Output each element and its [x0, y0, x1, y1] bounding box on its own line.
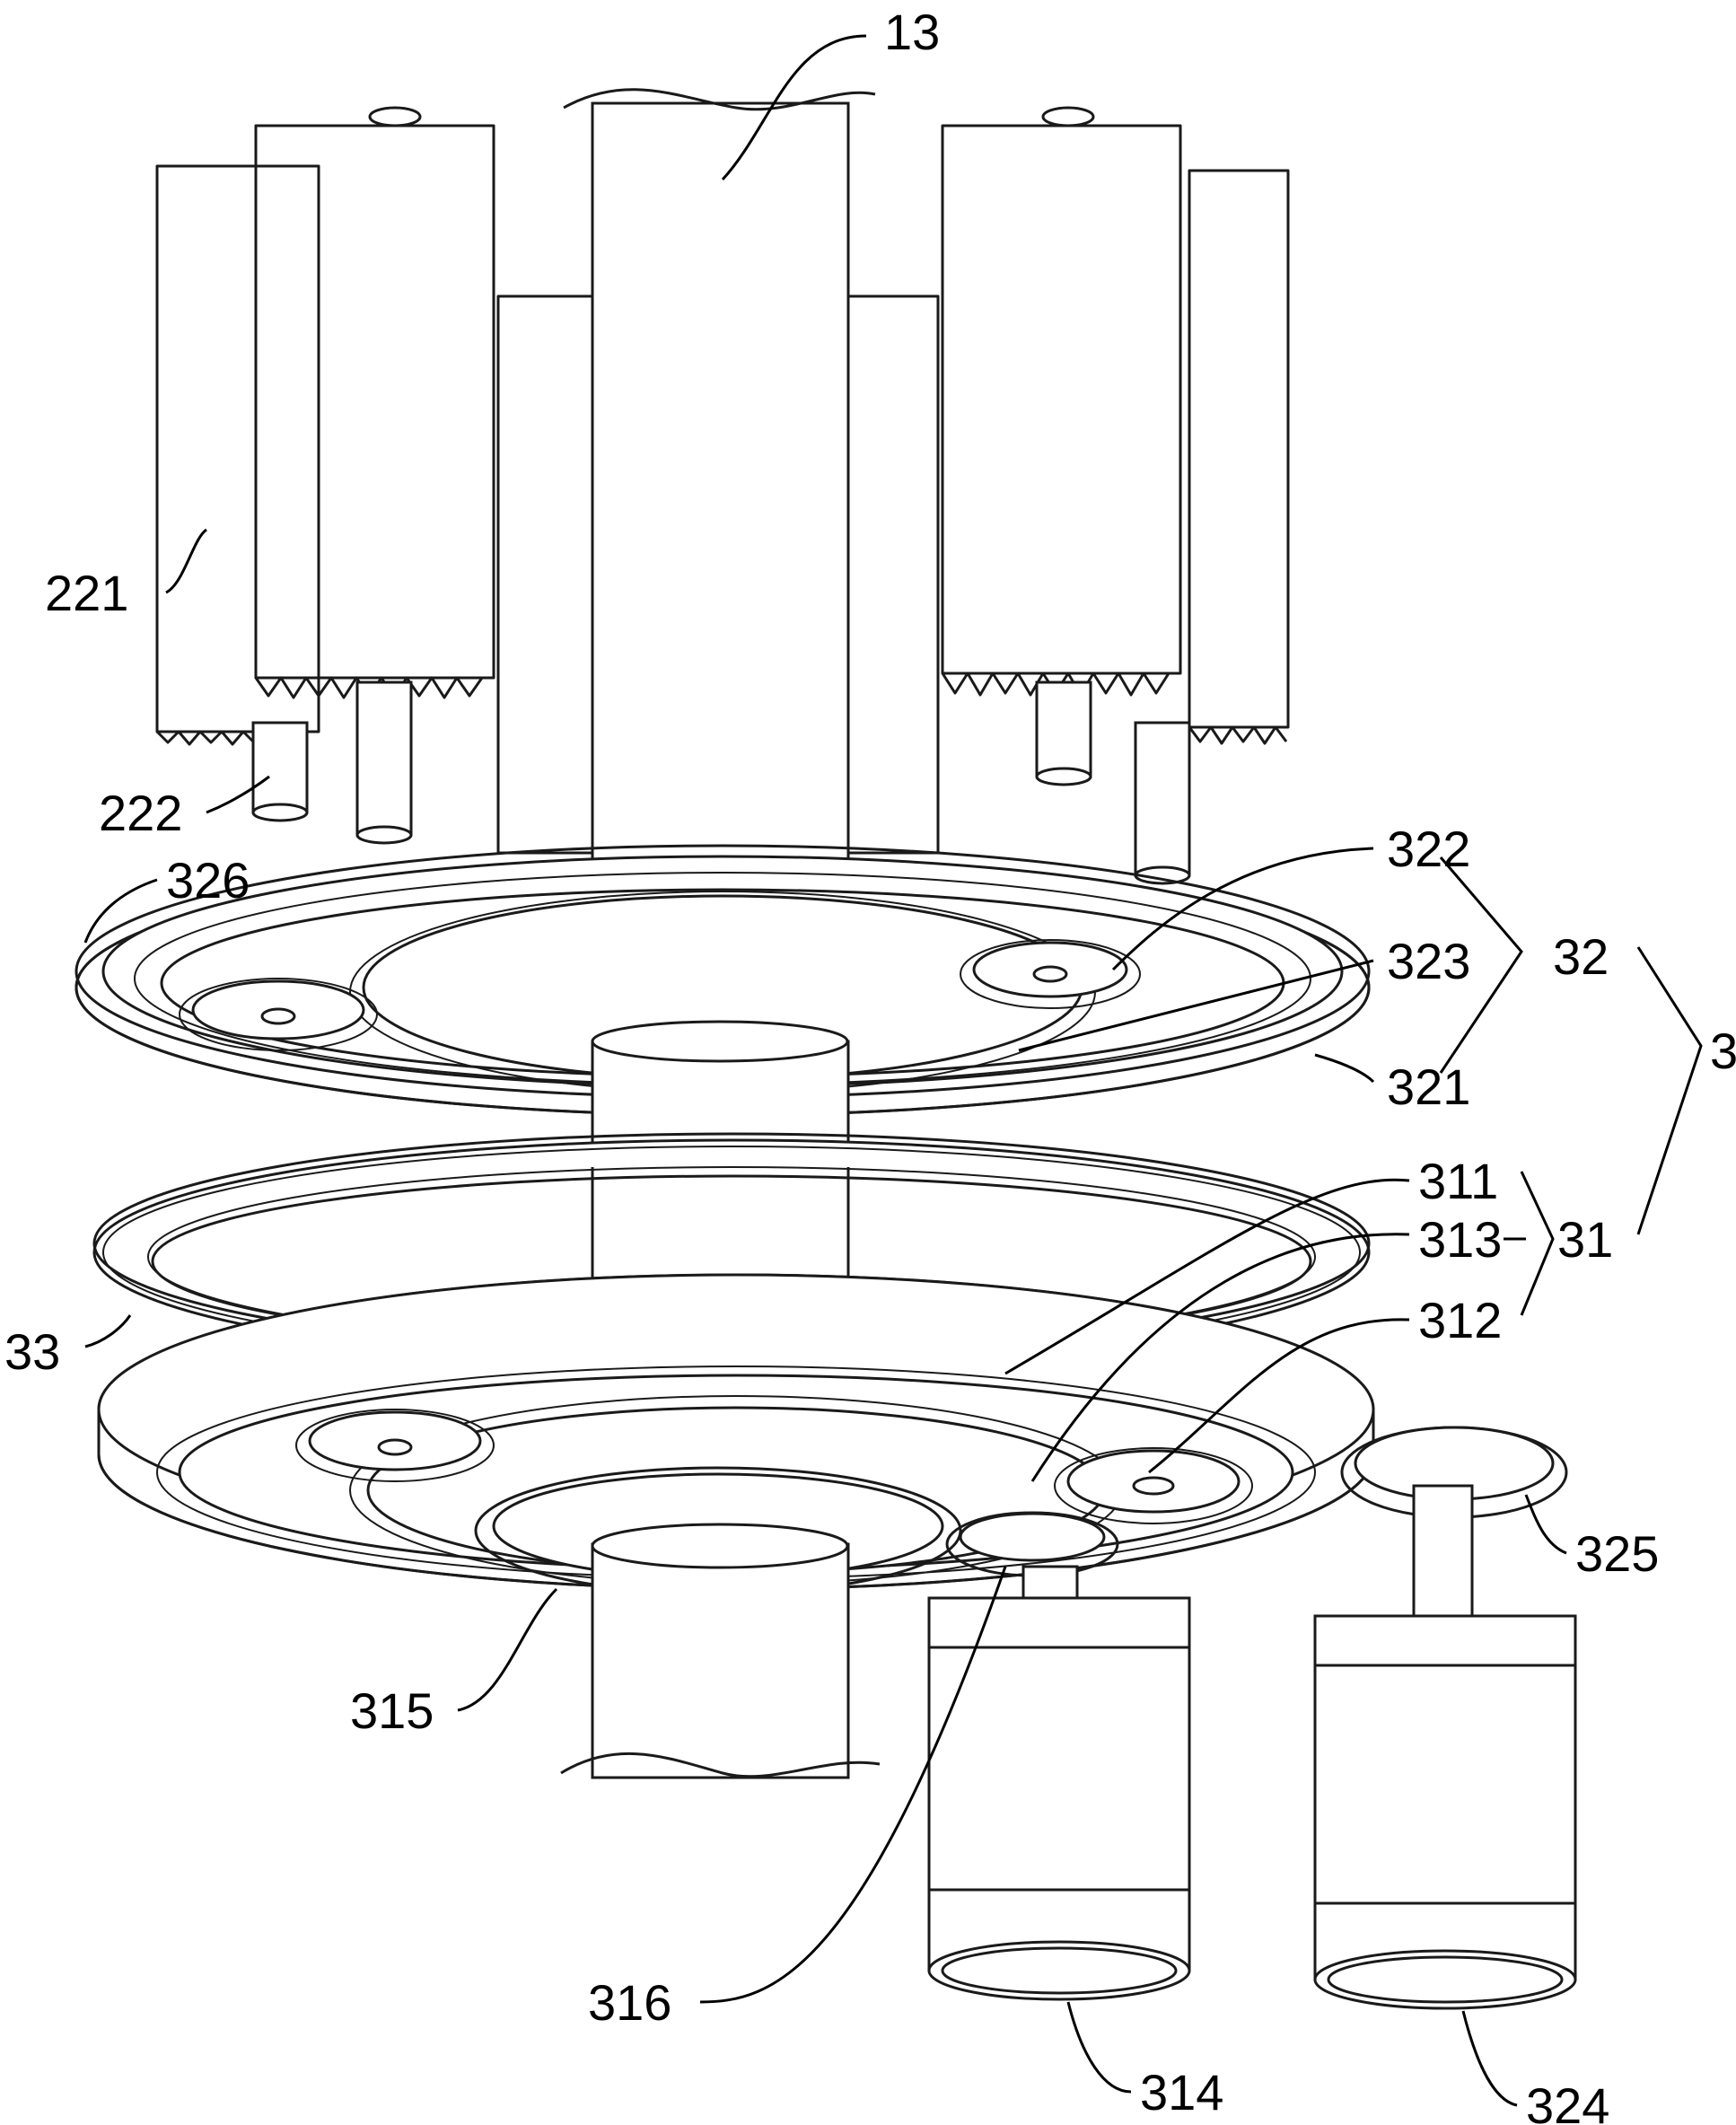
roller-221 [254, 106, 495, 699]
label-315: 315 [350, 1682, 434, 1739]
roller-group-back-right [1188, 169, 1290, 745]
pinion-gear-325 [1340, 1426, 1568, 1519]
leader-313 [1030, 1233, 1410, 1482]
label-316: 316 [588, 1974, 671, 2031]
label-222: 222 [99, 785, 182, 841]
motor-324 [1313, 1484, 1577, 2010]
shaft-right-1 [1035, 681, 1092, 786]
roller-center-left [496, 294, 594, 855]
leader-33 [84, 1314, 132, 1348]
label-31: 31 [1557, 1211, 1613, 1268]
bracket-32 [1439, 856, 1523, 1074]
label-326: 326 [166, 852, 250, 909]
roller-center-right [842, 294, 940, 855]
drive-pinion-316 [945, 1511, 1119, 1577]
planet-gear-lower-left [295, 1409, 495, 1482]
label-311: 311 [1418, 1153, 1498, 1209]
label-323: 323 [1387, 933, 1470, 989]
bracket-31 [1520, 1171, 1555, 1316]
roller-right-front [941, 106, 1182, 697]
planet-gear-322 [960, 939, 1141, 1009]
leader-221 [165, 528, 207, 594]
leader-311 [1004, 1178, 1410, 1375]
central-column-lower [560, 1523, 881, 1779]
leader-314 [1066, 2001, 1132, 2094]
leader-322 [1111, 847, 1374, 971]
leader-323 [1018, 959, 1374, 1052]
leader-312 [1148, 1318, 1410, 1474]
shaft-right-2 [1134, 721, 1191, 885]
leader-222 [206, 775, 270, 814]
planet-gear-left [179, 978, 378, 1051]
label-221: 221 [45, 565, 128, 621]
label-13: 13 [884, 4, 940, 60]
motor-314 [927, 1565, 1191, 2001]
leader-325 [1524, 1494, 1567, 1555]
label-314: 314 [1140, 2064, 1223, 2121]
label-322: 322 [1387, 821, 1470, 877]
bracket-3 [1636, 946, 1703, 1235]
label-312: 312 [1418, 1292, 1502, 1348]
planet-gear-312 [1054, 1447, 1253, 1524]
leader-316 [699, 1566, 1007, 2004]
roller-group-back-left [155, 164, 320, 746]
leader-326 [83, 878, 158, 944]
leader-321 [1314, 1053, 1375, 1084]
central-column-13 [563, 88, 876, 886]
label-313: 313 [1418, 1211, 1502, 1268]
leader-13 [721, 34, 867, 181]
label-32: 32 [1553, 928, 1609, 985]
shaft-222 [251, 721, 309, 822]
leader-324 [1461, 2010, 1518, 2107]
shaft-left-2 [355, 681, 413, 845]
label-324: 324 [1526, 2077, 1609, 2125]
label-321: 321 [1387, 1058, 1470, 1115]
leader-315 [457, 1587, 558, 1712]
label-325: 325 [1575, 1525, 1659, 1582]
label-3: 3 [1710, 1023, 1736, 1079]
label-33: 33 [4, 1323, 60, 1380]
